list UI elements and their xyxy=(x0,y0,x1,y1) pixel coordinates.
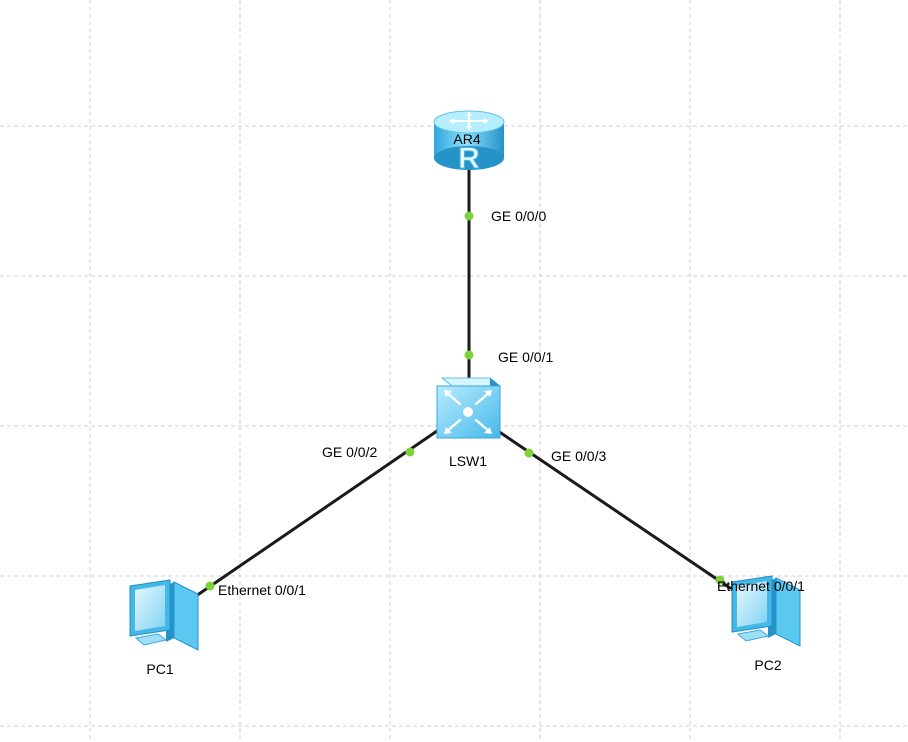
link-switch-pc2[interactable] xyxy=(496,429,732,590)
port-label-router-ge000: GE 0/0/0 xyxy=(491,208,546,224)
port-dots xyxy=(205,211,725,591)
port-label-switch-ge001: GE 0/0/1 xyxy=(498,349,553,365)
link-switch-pc1[interactable] xyxy=(194,429,439,598)
router-glyph: R xyxy=(458,142,480,175)
router-ar4[interactable]: R AR4 xyxy=(433,110,505,176)
pc1-label: PC1 xyxy=(146,661,173,677)
port-dot-switch-ge002 xyxy=(405,447,415,457)
port-dot-switch-ge003 xyxy=(524,448,534,458)
pc2[interactable]: PC2 xyxy=(731,575,801,673)
links xyxy=(194,168,732,598)
pc2-label: PC2 xyxy=(754,657,781,673)
port-label-switch-ge002: GE 0/0/2 xyxy=(322,444,377,460)
port-dot-router-ge000 xyxy=(464,211,474,221)
port-label-pc1-eth001: Ethernet 0/0/1 xyxy=(218,582,306,598)
port-labels: GE 0/0/0 GE 0/0/1 GE 0/0/2 GE 0/0/3 Ethe… xyxy=(218,208,805,598)
port-label-pc2-eth001: Ethernet 0/0/1 xyxy=(717,578,805,594)
router-icon: R xyxy=(433,110,505,176)
port-dot-pc1-eth001 xyxy=(205,581,215,591)
pc-icon xyxy=(731,575,801,647)
pc1[interactable]: PC1 xyxy=(129,579,199,677)
router-label: AR4 xyxy=(453,131,480,147)
port-label-switch-ge003: GE 0/0/3 xyxy=(551,448,606,464)
switch-label: LSW1 xyxy=(449,453,487,469)
pc-icon xyxy=(129,579,199,651)
switch-lsw1[interactable]: LSW1 xyxy=(436,377,502,469)
switch-icon xyxy=(436,377,502,439)
port-dot-pc2-eth001 xyxy=(715,575,725,585)
port-dot-switch-ge001 xyxy=(464,350,474,360)
